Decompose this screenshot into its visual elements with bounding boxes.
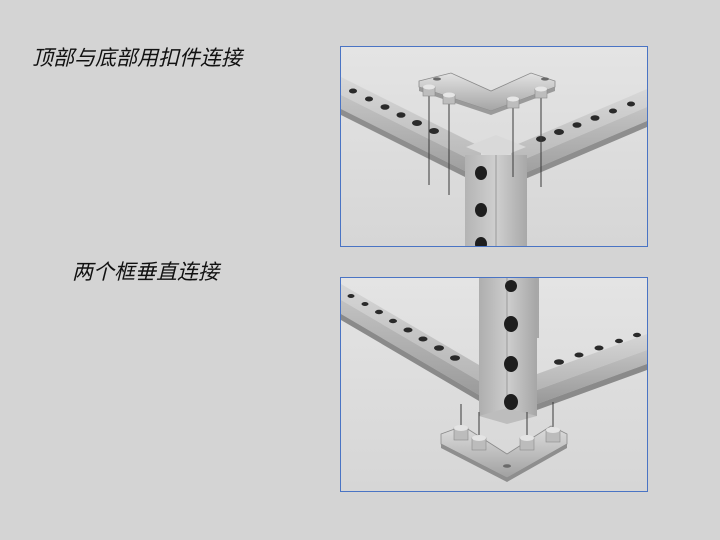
post-hole: [475, 203, 487, 217]
post-hole: [504, 394, 518, 410]
post-hole: [505, 280, 517, 292]
caption-top-bottom-clip: 顶部与底部用扣件连接: [32, 46, 242, 70]
vertical-connection-illustration: [341, 278, 647, 482]
l-clip-bracket-bottom: [440, 425, 568, 482]
post-hole: [504, 316, 518, 332]
right-rail: [511, 89, 647, 185]
corner-cap: [466, 135, 526, 159]
caption-frames-vertical: 两个框垂直连接: [72, 260, 219, 284]
left-rail: [341, 77, 481, 185]
post-hole: [504, 356, 518, 372]
front-post: [479, 278, 537, 424]
right-rail-bottom: [537, 332, 647, 410]
image-vertical-connection: [340, 277, 648, 492]
image-top-connection: [340, 46, 648, 247]
clip-pins: [422, 84, 548, 109]
post-hole: [475, 237, 487, 246]
clip-pins-bottom: [453, 425, 561, 451]
vertical-post: [465, 155, 527, 246]
left-rail-bottom: [341, 284, 491, 408]
l-clip-bracket: [418, 72, 556, 115]
pin-guide-lines: [428, 95, 542, 195]
post-hole: [475, 166, 487, 180]
top-connection-illustration: [341, 72, 647, 246]
